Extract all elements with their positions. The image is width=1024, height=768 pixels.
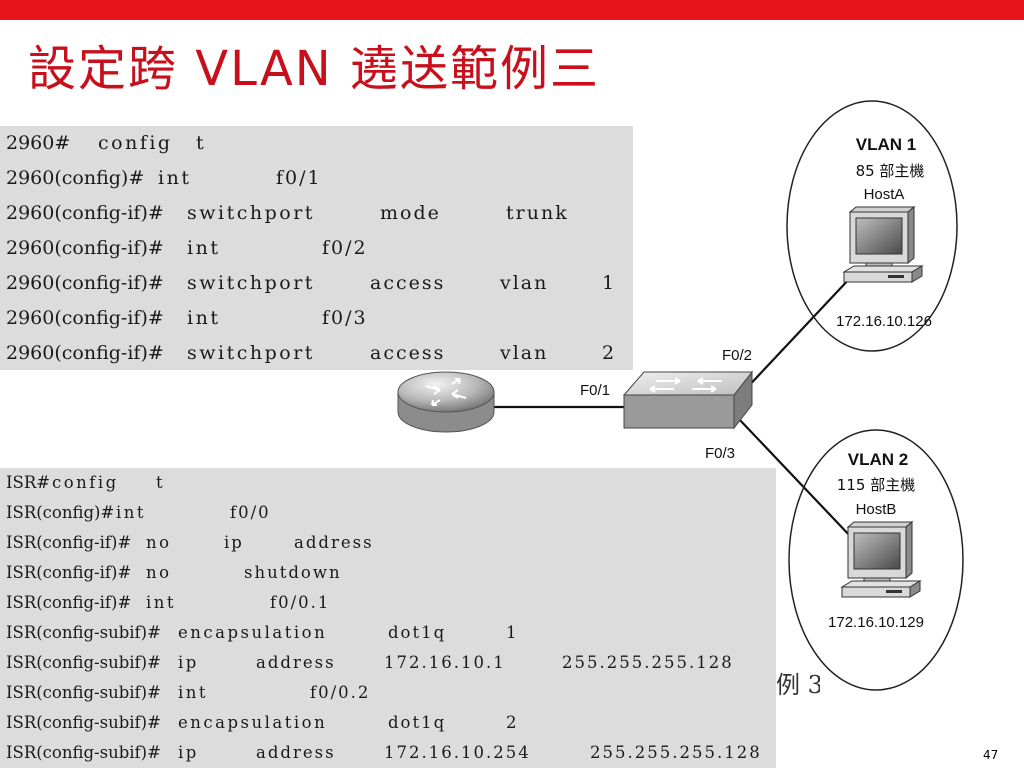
cmd-arg: 1 (602, 272, 617, 294)
cmd-arg: f0/0 (230, 503, 271, 522)
cmd-arg: t (196, 132, 206, 154)
cmd-arg: access (370, 272, 446, 294)
link-switch-hosta (742, 275, 853, 393)
link-switch-hostb (737, 417, 853, 539)
vlan2-ellipse (788, 429, 964, 691)
cmd-prompt: 2960(config-if)# (6, 237, 164, 259)
vlan1-host-name: HostA (864, 186, 905, 203)
cmd-arg: f0/0.2 (310, 683, 371, 702)
slide-title: 設定跨 VLAN 遶送範例三 (28, 41, 600, 97)
cmd-arg: f0/0.1 (270, 593, 331, 612)
vlan2-host-name: HostB (856, 501, 897, 518)
vlan1-hosts: 85 部主機 (856, 162, 925, 180)
cmd-prompt: 2960(config-if)# (6, 202, 164, 224)
cmd-keyword: config (98, 132, 173, 154)
cmd-arg: shutdown (244, 563, 342, 582)
port-label-f03: F0/3 (705, 445, 735, 462)
cmd-prompt: ISR# (6, 473, 51, 492)
router-icon (397, 371, 495, 433)
cmd-arg: vlan (500, 272, 549, 294)
cmd-arg: 172.16.10.1 (384, 653, 506, 672)
cmd-keyword: switchport (187, 202, 315, 224)
cmd-arg: f0/3 (322, 307, 368, 329)
switch-icon (622, 370, 754, 430)
port-label-f01: F0/1 (580, 382, 610, 399)
cmd-prompt: 2960(config)# (6, 167, 145, 189)
router-config-panel: ISR# config t ISR(config)# int f0/0 ISR(… (0, 468, 776, 768)
cmd-arg: f0/2 (322, 237, 368, 259)
cmd-arg: address (294, 533, 374, 552)
cmd-keyword: ip (178, 653, 199, 672)
figure-caption-partial: 例 3 (776, 671, 820, 699)
cmd-arg: dot1q (388, 713, 447, 732)
cmd-prompt: ISR(config-if)# (6, 563, 132, 582)
cmd-prompt: ISR(config-subif)# (6, 743, 161, 762)
cmd-arg: access (370, 342, 446, 364)
cmd-keyword: no (146, 533, 172, 552)
cmd-keyword: encapsulation (178, 713, 328, 732)
cmd-prompt: ISR(config-if)# (6, 593, 132, 612)
page-number: 47 (983, 748, 999, 762)
cmd-prompt: ISR(config-subif)# (6, 623, 161, 642)
cmd-keyword: int (187, 307, 221, 329)
hostb-computer-icon (840, 520, 922, 598)
cmd-keyword: switchport (187, 272, 315, 294)
cmd-keyword: no (146, 563, 172, 582)
cmd-prompt: 2960(config-if)# (6, 272, 164, 294)
port-label-f02: F0/2 (722, 347, 752, 364)
cmd-prompt: ISR(config-subif)# (6, 713, 161, 732)
cmd-arg: 1 (506, 623, 519, 642)
cmd-prompt: ISR(config-if)# (6, 533, 132, 552)
cmd-keyword: int (187, 237, 221, 259)
cmd-arg: trunk (506, 202, 569, 224)
cmd-keyword: int (158, 167, 192, 189)
top-accent-bar (0, 0, 1024, 20)
cmd-arg: f0/1 (276, 167, 322, 189)
cmd-arg: 2 (602, 342, 617, 364)
cmd-arg: 172.16.10.254 (384, 743, 531, 762)
vlan2-ip: 172.16.10.129 (828, 614, 924, 631)
cmd-arg: address (256, 743, 336, 762)
cmd-keyword: int (116, 503, 147, 522)
cmd-keyword: switchport (187, 342, 315, 364)
cmd-arg: ip (224, 533, 244, 552)
vlan1-ellipse (786, 100, 958, 352)
cmd-keyword: int (178, 683, 209, 702)
hosta-computer-icon (842, 205, 924, 283)
vlan1-ip: 172.16.10.126 (836, 313, 932, 330)
cmd-prompt: ISR(config-subif)# (6, 653, 161, 672)
cmd-arg: vlan (500, 342, 549, 364)
switch-config-panel: 2960# config t 2960(config)# int f0/1 29… (0, 126, 633, 370)
vlan2-hosts: 115 部主機 (837, 476, 915, 494)
cmd-arg: dot1q (388, 623, 447, 642)
vlan2-name: VLAN 2 (848, 450, 908, 469)
cmd-prompt: 2960(config-if)# (6, 307, 164, 329)
cmd-arg: t (156, 473, 165, 492)
cmd-prompt: 2960# (6, 132, 71, 154)
cmd-keyword: int (146, 593, 177, 612)
cmd-prompt: ISR(config-subif)# (6, 683, 161, 702)
cmd-arg: 255.255.255.128 (562, 653, 734, 672)
cmd-prompt: 2960(config-if)# (6, 342, 164, 364)
cmd-keyword: encapsulation (178, 623, 328, 642)
cmd-arg: mode (380, 202, 441, 224)
cmd-arg: 255.255.255.128 (590, 743, 762, 762)
vlan1-name: VLAN 1 (856, 135, 916, 154)
cmd-arg: 2 (506, 713, 519, 732)
cmd-keyword: ip (178, 743, 199, 762)
cmd-keyword: config (52, 473, 119, 492)
cmd-prompt: ISR(config)# (6, 503, 115, 522)
cmd-arg: address (256, 653, 336, 672)
